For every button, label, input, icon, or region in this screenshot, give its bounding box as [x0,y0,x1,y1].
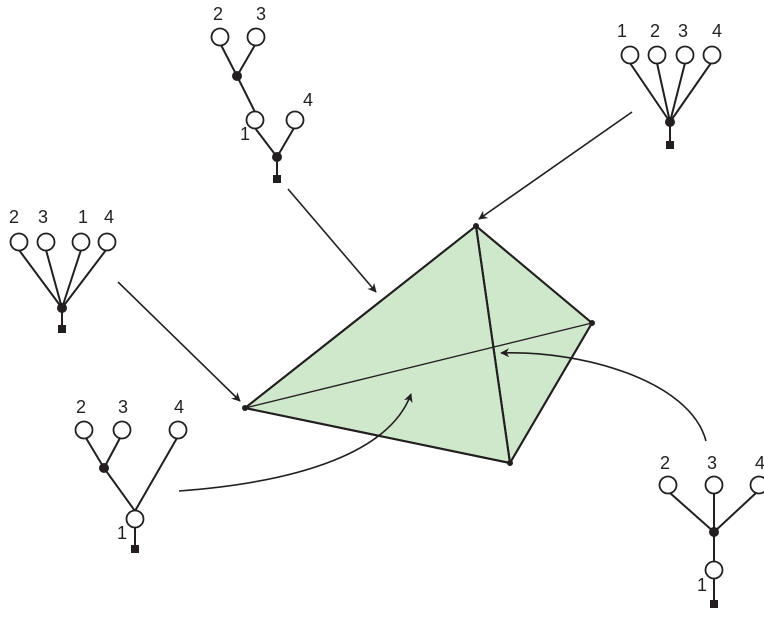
tree-left-label: 3 [38,207,48,227]
tree-top-right-internal-node [665,117,675,127]
tree-top-right-label: 4 [712,21,722,41]
tree-bottom-right-internal-node [709,527,719,537]
tree-left-label: 4 [104,207,114,227]
tree-top-right-leaf [649,47,666,64]
tree-bottom-right-label: 3 [707,453,717,473]
tree-top-right-leaf [677,47,694,64]
tree-top-right-label: 2 [650,21,660,41]
tree-left-label: 2 [9,207,19,227]
tree-bottom-left-leaf [170,422,187,439]
tree-bottom-right-leaf [660,477,677,494]
tree-left-label: 1 [78,207,88,227]
tree-top-center-label: 1 [240,124,250,144]
tree-bottom-left-label: 3 [118,397,128,417]
tree-top-center-label: 4 [303,90,313,110]
tree-bottom-left-label: 1 [117,523,127,543]
tree-bottom-right-leaf [706,477,723,494]
tree-top-right-leaf [622,47,639,64]
tree-bottom-right: 2 3 4 1 [660,453,764,608]
tree-bottom-right-leaf [751,477,764,494]
tree-left-leaf [73,234,90,251]
arrow-left-tree [118,282,240,401]
tree-top-center-leaf [248,29,265,46]
tetra-vertex-right [589,320,595,326]
tree-top-right: 1 2 3 4 [617,21,722,149]
tree-bottom-right-root [710,600,718,608]
tree-top-center: 2 3 1 4 [212,4,314,183]
tree-bottom-left-label: 4 [174,397,184,417]
tree-bottom-left-root [131,545,139,553]
tree-bottom-right-label: 1 [697,575,707,595]
tree-bottom-right-leaf [706,562,723,579]
tetra-vertex-top [473,223,479,229]
tree-bottom-right-label: 4 [755,453,764,473]
tree-bottom-left-leaf [76,422,93,439]
tree-bottom-left-label: 2 [76,397,86,417]
tree-top-center-internal-node [232,71,242,81]
arrow-top-center-tree [288,189,376,292]
tetra-front-face [245,226,510,463]
tree-top-right-label: 1 [617,21,627,41]
tree-left-leaf [99,234,116,251]
tree-left: 2 3 1 4 [9,207,116,333]
tree-top-right-label: 3 [678,21,688,41]
tree-bottom-right-label: 2 [660,453,670,473]
tree-top-center-leaf [287,112,304,129]
arrow-top-right-tree [479,112,632,219]
tree-top-right-leaf [704,47,721,64]
tree-bottom-left: 2 3 4 1 [76,397,187,553]
tree-left-leaf [11,234,28,251]
tetrahedron [242,223,595,466]
tree-bottom-left-internal-node [99,463,109,473]
tree-top-center-label: 3 [256,4,266,24]
tree-top-center-label: 2 [213,4,223,24]
tree-left-internal-node [57,303,67,313]
tree-top-center-leaf [212,29,229,46]
tree-bottom-left-leaf [114,422,131,439]
tetra-vertex-left [242,405,248,411]
tree-top-right-root [666,141,674,149]
tree-top-center-root [273,175,281,183]
tree-top-center-internal-node [272,152,282,162]
tree-bottom-left-leaf [127,511,144,528]
tree-left-leaf [38,234,55,251]
tree-left-root [58,325,66,333]
tetra-vertex-bottom [507,460,513,466]
